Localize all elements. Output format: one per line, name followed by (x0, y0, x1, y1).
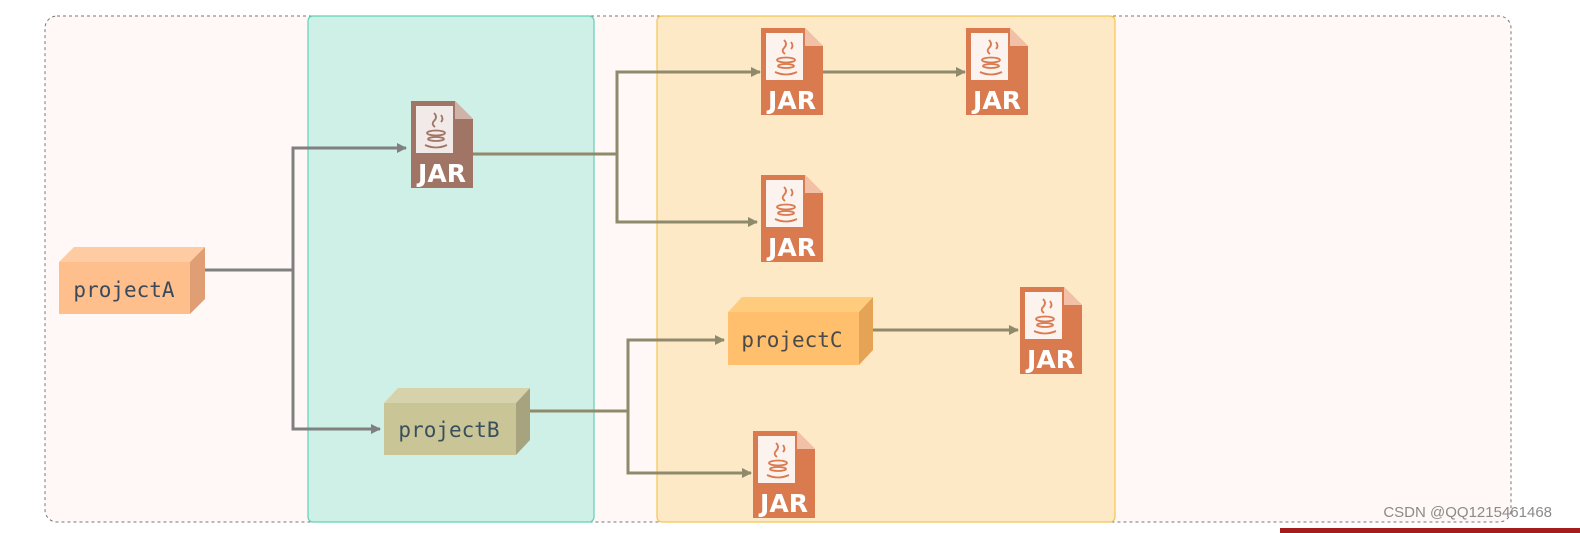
projectA-box: projectA (59, 247, 205, 314)
arrow-projectB-to-projectC (528, 335, 725, 413)
jar-label: JAR (971, 86, 1021, 115)
jar-label: JAR (1025, 345, 1075, 374)
jar-label: JAR (758, 489, 808, 518)
jar-label: JAR (766, 86, 816, 115)
projectA-label: projectA (73, 278, 175, 302)
arrow-projectB-to-jar6 (626, 411, 752, 478)
arrow-jar1-to-jar2 (473, 67, 761, 156)
java-jar-icon: JAR (411, 101, 473, 188)
jar-label: JAR (766, 233, 816, 262)
arrow-projectA-to-jar1 (203, 143, 407, 272)
projectB-box: projectB (384, 388, 530, 455)
projectB-label: projectB (398, 418, 499, 442)
java-jar-icon: JAR (1020, 287, 1082, 374)
connectors-projectB (528, 335, 752, 478)
projectC-label: projectC (741, 328, 842, 352)
java-jar-icon: JAR (753, 431, 815, 518)
bottom-accent-bar (1280, 528, 1580, 533)
java-jar-icon: JAR (761, 28, 823, 115)
watermark: CSDN @QQ1215461468 (1383, 504, 1552, 521)
connectors-jar1 (473, 67, 761, 227)
arrow-projectA-to-projectB (291, 270, 381, 434)
java-jar-icon: JAR (761, 175, 823, 262)
yellow-panel (656, 15, 1116, 523)
projectC-box: projectC (728, 297, 873, 365)
arrow-jar1-to-jar4 (615, 154, 758, 227)
connectors-projectA (203, 143, 407, 434)
java-jar-icon: JAR (966, 28, 1028, 115)
jar-label: JAR (416, 159, 466, 188)
